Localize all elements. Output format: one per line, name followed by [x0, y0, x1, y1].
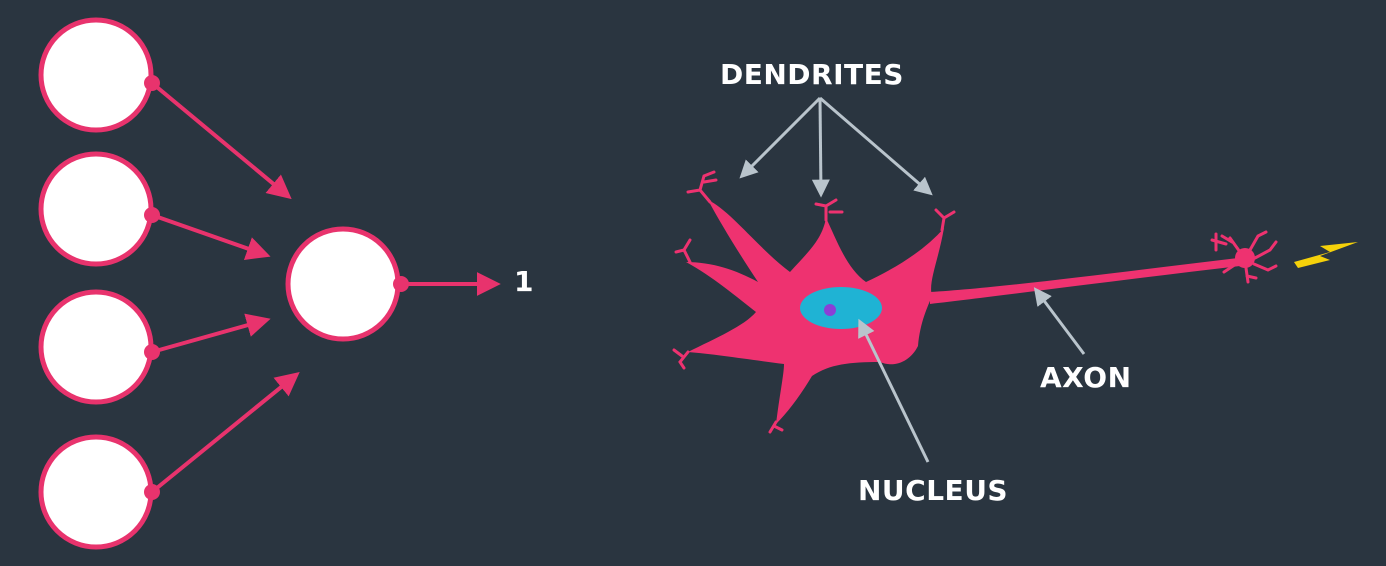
- input-edge-3: [151, 313, 271, 354]
- input-port-4: [144, 484, 160, 500]
- output-node: [285, 226, 401, 342]
- dendrites-label: DENDRITES: [720, 58, 904, 91]
- input-node-4: [38, 434, 154, 550]
- output-value: 1: [514, 265, 534, 298]
- input-port-3: [144, 344, 160, 360]
- input-port-1: [144, 75, 160, 91]
- annotation-pointers: [739, 96, 1086, 463]
- input-edge-2: [151, 213, 271, 260]
- nucleolus: [824, 304, 836, 316]
- lightning-bolt-icon: [1294, 242, 1358, 268]
- input-port-2: [144, 207, 160, 223]
- dendrites-pointer-right: [819, 96, 933, 196]
- neuron-illustration: [672, 170, 1278, 434]
- nucleus-pointer: [858, 318, 930, 463]
- input-node-3: [38, 289, 154, 405]
- dendrites-pointer-center: [811, 97, 830, 198]
- nucleus-label: NUCLEUS: [858, 474, 1009, 507]
- perceptron-network: [38, 17, 501, 550]
- input-node-2: [38, 151, 154, 267]
- dendrite-branches: [672, 170, 956, 434]
- axon-label: AXON: [1040, 361, 1132, 394]
- axon: [930, 258, 1240, 304]
- axon-terminal: [1210, 230, 1278, 284]
- output-port: [393, 276, 409, 292]
- input-edge-1: [150, 81, 292, 200]
- nucleus: [800, 287, 882, 329]
- axon-pointer: [1033, 287, 1086, 355]
- input-edge-4: [150, 371, 300, 494]
- input-node-1: [38, 17, 154, 133]
- dendrites-pointer-left: [739, 96, 822, 179]
